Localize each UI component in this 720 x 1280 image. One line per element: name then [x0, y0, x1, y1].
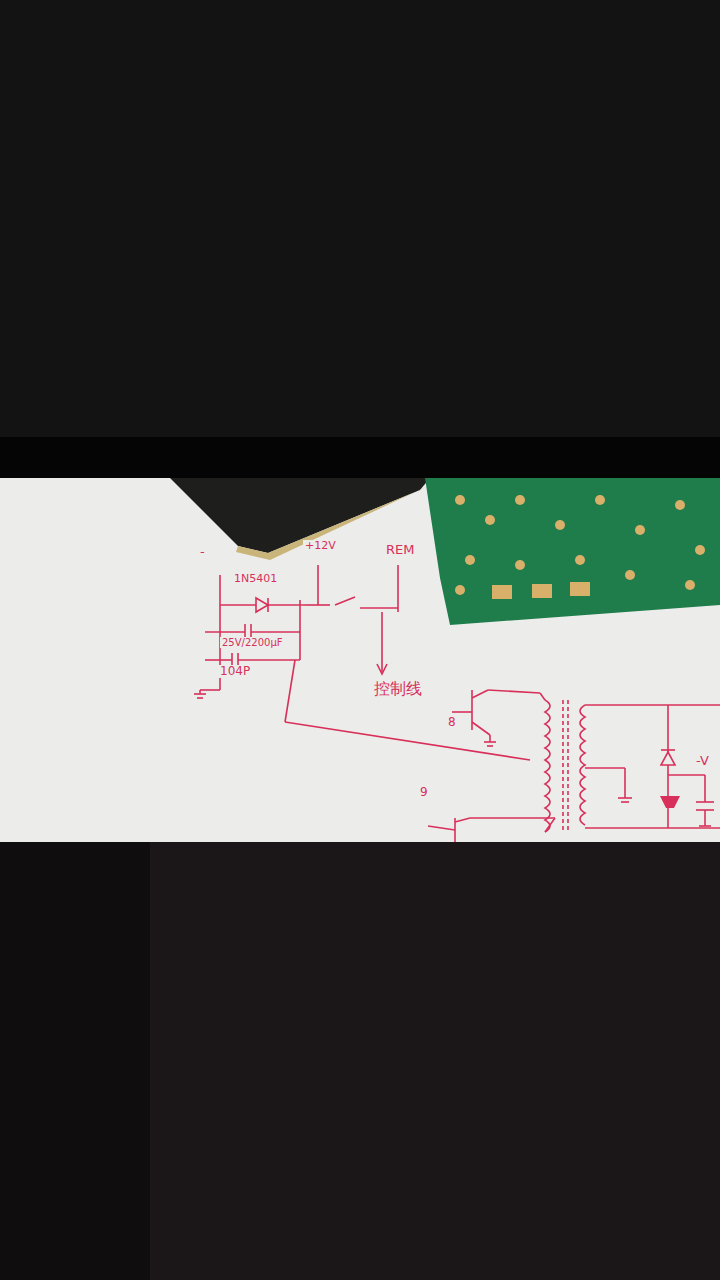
circuit-label: -: [198, 545, 207, 559]
circuit-label: +12V: [303, 540, 338, 552]
circuit-label: 控制线: [372, 680, 424, 698]
circuit-label: 25V/2200μF: [220, 637, 285, 648]
circuit-label: -V: [694, 754, 711, 768]
circuit-label: 9: [418, 786, 430, 799]
circuit-label: 8: [446, 716, 458, 729]
circuit-label: REM: [384, 543, 416, 557]
circuit-label: 1N5401: [232, 573, 279, 585]
circuit-label: 104P: [218, 665, 252, 678]
